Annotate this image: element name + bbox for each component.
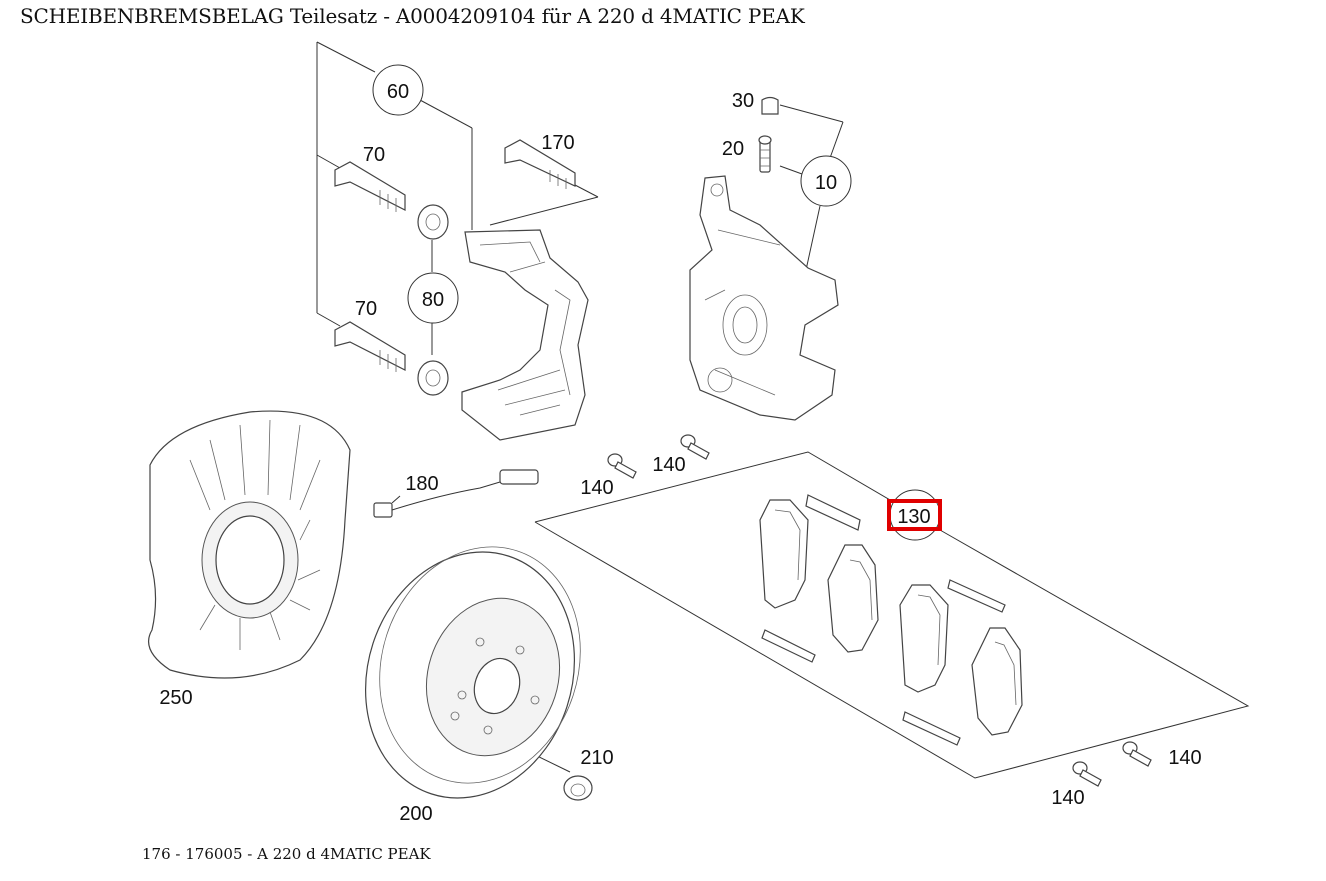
caliper-housing[interactable] [689,175,839,421]
caliper-carrier[interactable] [461,229,589,441]
bleed-valve-cap[interactable] [761,96,779,115]
label-250[interactable]: 250 [159,687,192,709]
screw-140-d[interactable] [1122,741,1152,767]
label-140-d[interactable]: 140 [1168,747,1201,769]
disc-screw[interactable] [563,775,593,801]
guide-bushing-upper[interactable] [417,204,449,240]
label-70-lower[interactable]: 70 [355,298,377,320]
brake-pad-kit[interactable] [759,494,1023,746]
label-30[interactable]: 30 [732,90,754,112]
carrier-bolt[interactable] [504,139,576,189]
label-170[interactable]: 170 [541,132,574,154]
screw-140-b[interactable] [680,434,710,460]
screw-140-c[interactable] [1072,761,1102,787]
label-140-c[interactable]: 140 [1051,787,1084,809]
label-60[interactable]: 60 [387,81,409,103]
dust-shield[interactable] [148,410,351,679]
label-210[interactable]: 210 [580,747,613,769]
bleed-valve[interactable] [758,135,772,173]
label-200[interactable]: 200 [399,803,432,825]
callout-labels: 60 70 70 80 170 30 20 10 140 140 180 130… [159,81,1201,825]
label-80[interactable]: 80 [422,289,444,311]
guide-bushing-lower[interactable] [417,360,449,396]
guide-bolt-upper[interactable] [334,161,406,212]
label-70-upper[interactable]: 70 [363,144,385,166]
guide-bolt-lower[interactable] [334,321,406,372]
brake-disc[interactable] [334,521,610,826]
label-20[interactable]: 20 [722,138,744,160]
label-180[interactable]: 180 [405,473,438,495]
page-title: SCHEIBENBREMSBELAG Teilesatz - A00042091… [20,4,805,28]
vehicle-footer: 176 - 176005 - A 220 d 4MATIC PEAK [142,845,431,863]
leader-lines [316,41,1250,779]
label-10[interactable]: 10 [815,172,837,194]
wear-sensor[interactable] [373,469,539,518]
screw-140-a[interactable] [607,453,637,479]
label-140-b[interactable]: 140 [652,454,685,476]
label-130[interactable]: 130 [897,506,930,528]
highlight-box-130 [887,499,942,531]
label-140-a[interactable]: 140 [580,477,613,499]
